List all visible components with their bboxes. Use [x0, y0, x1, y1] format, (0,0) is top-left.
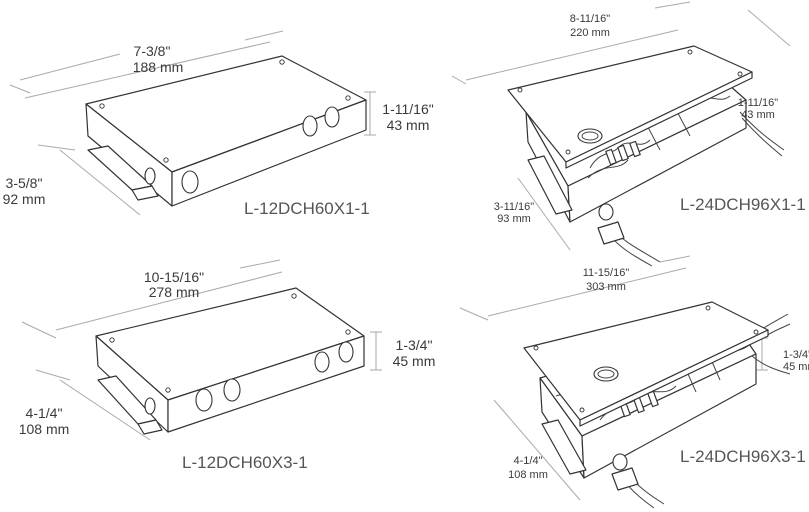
length-mm-label: 278 mm	[149, 284, 200, 300]
height-mm-label: 43 mm	[741, 109, 775, 121]
length-in-label: 11-15/16"	[583, 267, 630, 279]
length-in-label: 8-11/16"	[570, 13, 610, 25]
height-in-label: 1-11/16"	[738, 97, 778, 109]
width-mm-label: 108 mm	[508, 469, 548, 481]
height-in-label: 1-11/16"	[382, 101, 433, 117]
diagram-l-24dch96x1-1: 8-11/16" 220 mm 3-11/16" 93 mm 1-11/16" …	[451, 1, 806, 267]
width-mm-label: 108 mm	[19, 421, 70, 437]
diagram-l-12dch60x3-1: 10-15/16" 278 mm 4-1/4" 108 mm 1-3/4" 45…	[19, 259, 436, 472]
length-in-label: 7-3/8"	[134, 43, 171, 59]
model-label: L-12DCH60X1-1	[244, 199, 370, 218]
width-in-label: 3-5/8"	[6, 175, 43, 191]
height-in-label: 1-3/4"	[396, 337, 433, 353]
length-in-label: 10-15/16"	[144, 269, 204, 285]
length-mm-label: 188 mm	[133, 59, 184, 75]
width-mm-label: 93 mm	[497, 213, 531, 225]
height-mm-label: 45 mm	[393, 353, 436, 369]
height-mm-label: 43 mm	[387, 117, 430, 133]
model-label: L-24DCH96X1-1	[680, 195, 806, 214]
width-in-label: 4-1/4"	[26, 405, 63, 421]
height-in-label: 1-3/4"	[783, 349, 809, 361]
length-mm-label: 220 mm	[570, 27, 610, 39]
diagram-l-12dch60x1-1: 7-3/8" 188 mm 3-5/8" 92 mm 1-11/16" 43 m…	[3, 30, 434, 218]
model-label: L-12DCH60X3-1	[182, 453, 308, 472]
box-side-face	[581, 353, 757, 479]
width-in-label: 3-11/16"	[494, 201, 534, 213]
height-mm-label: 45 mm	[783, 361, 809, 373]
diagram-l-24dch96x3-1: 11-15/16" 303 mm 4-1/4" 108 mm 1-3/4" 45…	[459, 255, 809, 509]
width-in-label: 4-1/4"	[514, 455, 543, 467]
length-mm-label: 303 mm	[586, 281, 626, 293]
model-label: L-24DCH96X3-1	[680, 447, 806, 466]
width-mm-label: 92 mm	[3, 191, 46, 207]
